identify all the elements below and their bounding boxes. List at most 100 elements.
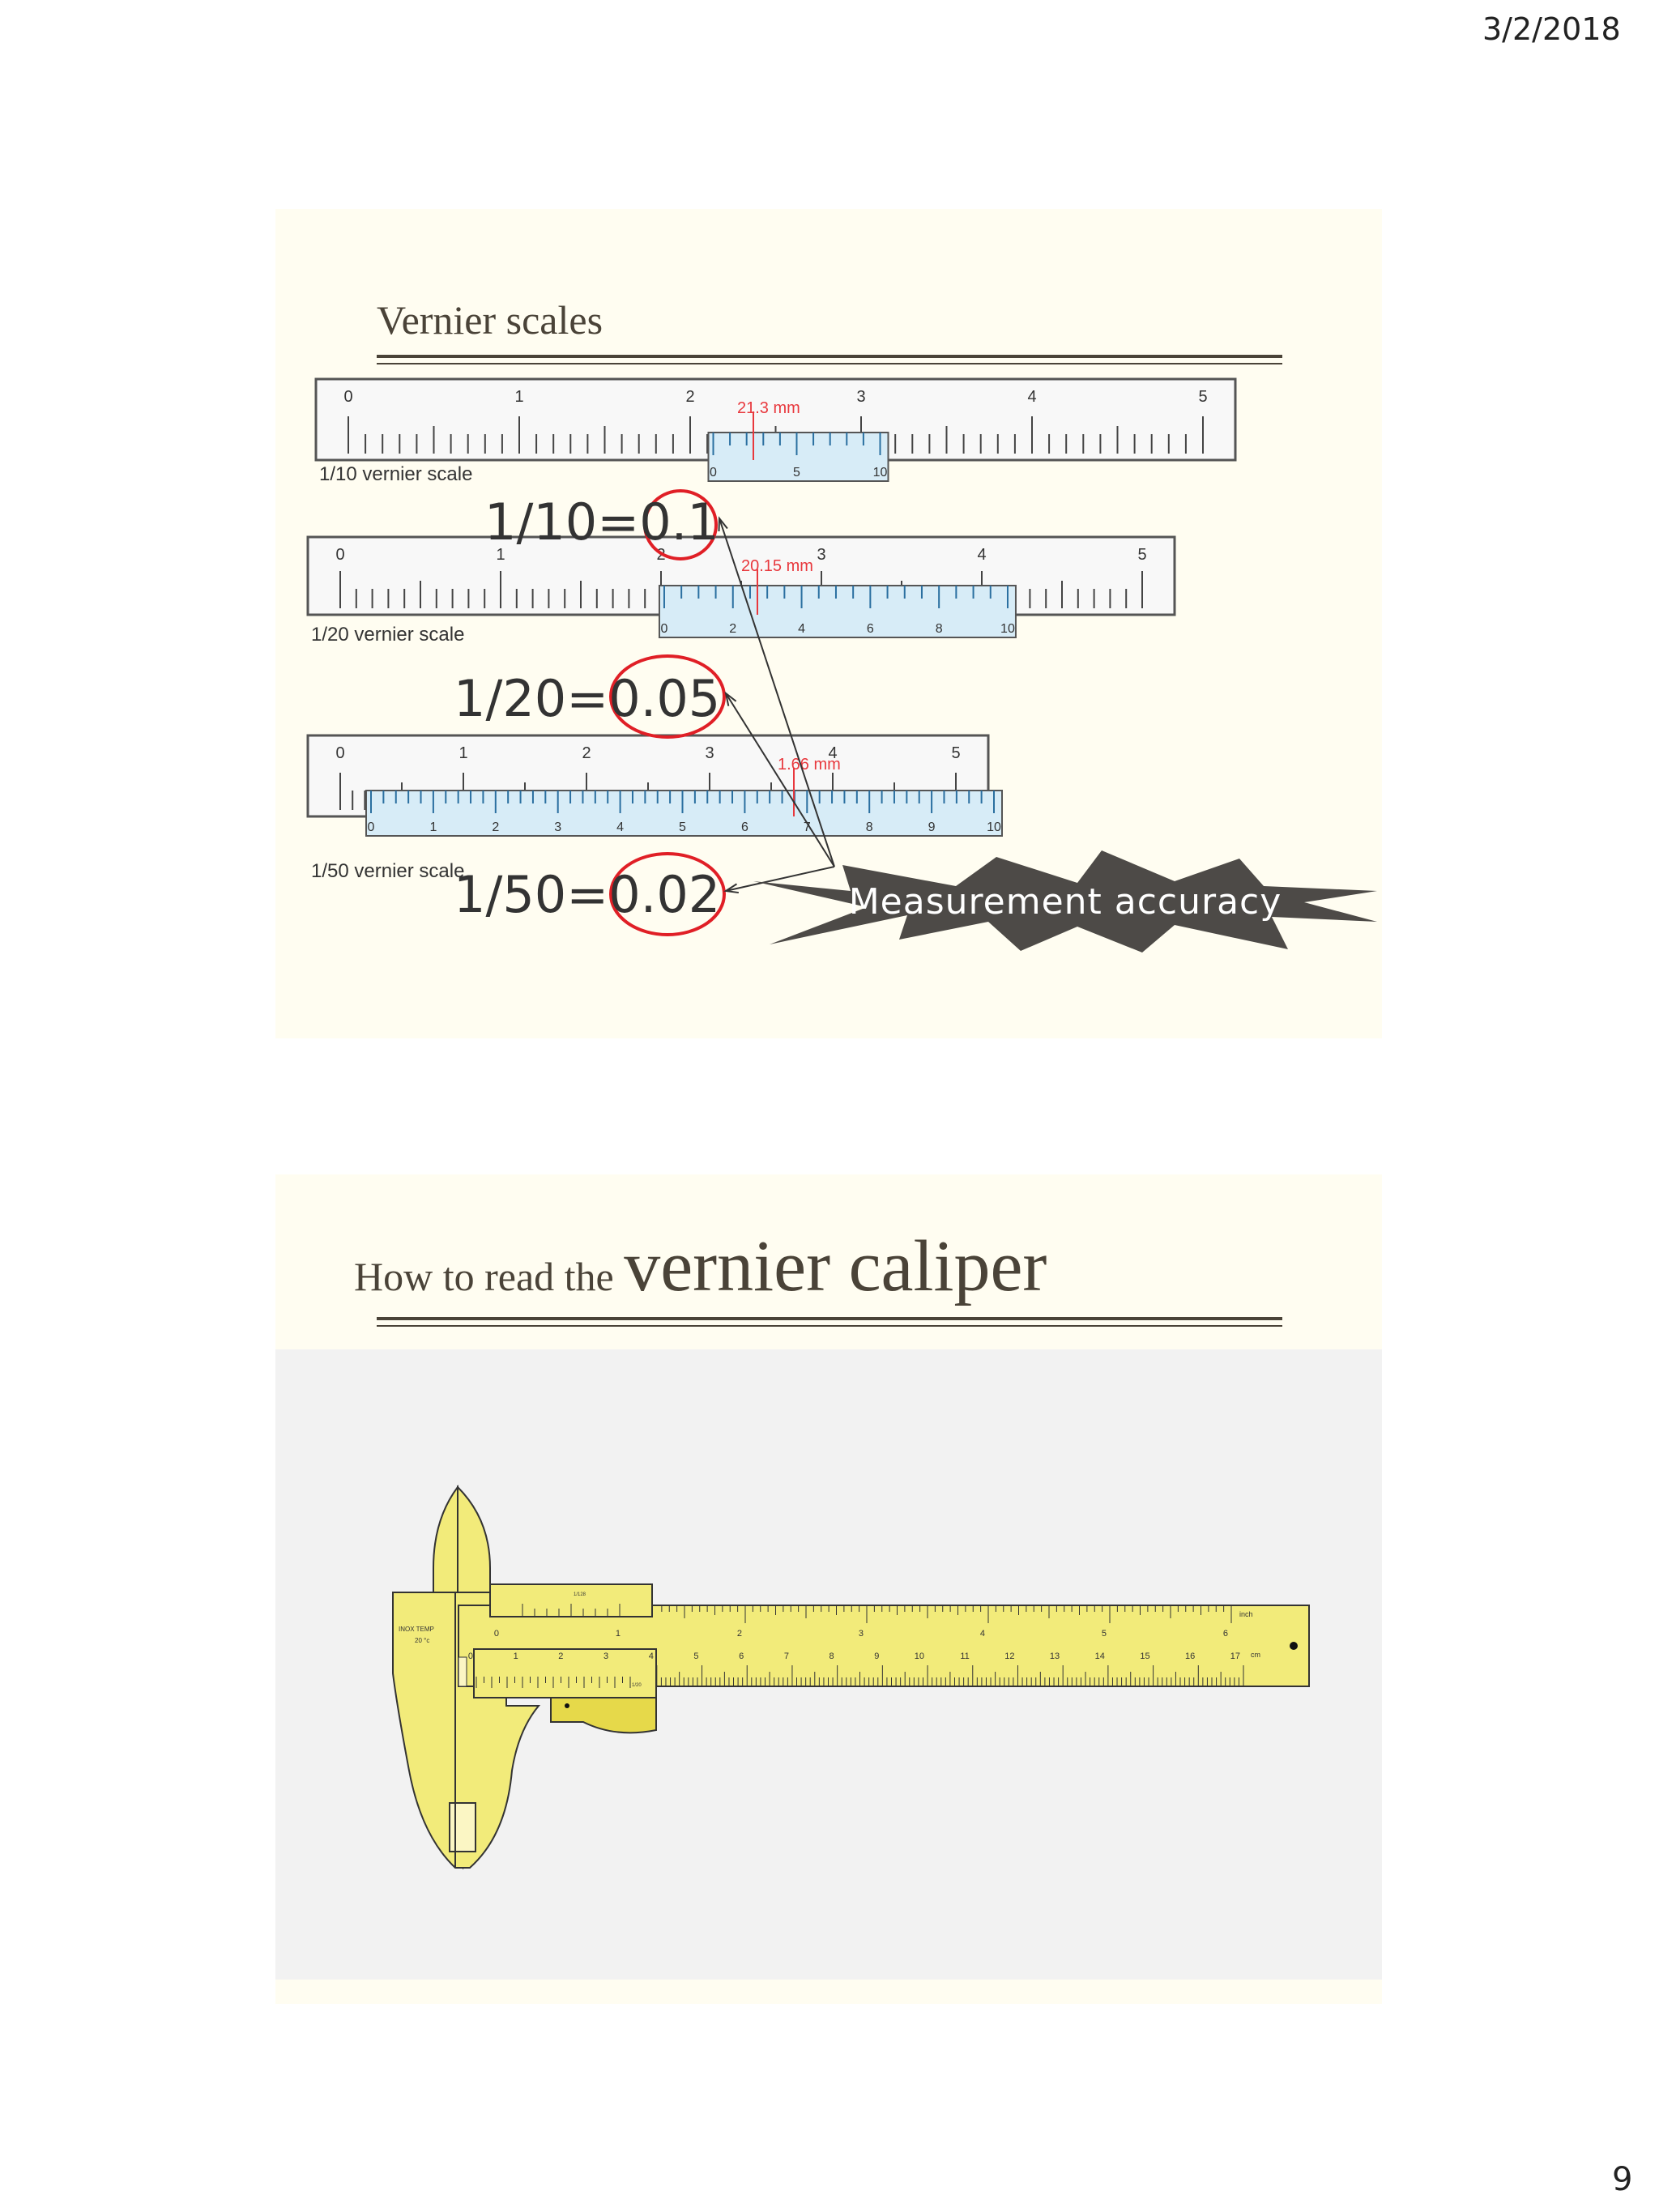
vernier-tick-label: 9 [928,820,936,834]
value-circle [609,654,726,739]
inch-unit-label: inch [1239,1610,1253,1618]
cm-tick-label: 16 [1185,1652,1195,1661]
callout-label: Measurement accuracy [848,880,1282,923]
vernier-plate [707,432,889,482]
vernier-tick-label: 0 [368,820,375,834]
cm-unit-label: cm [1251,1651,1260,1659]
main-tick-label: 4 [828,744,837,762]
depth-rod-slot [449,1802,476,1852]
vernier-plate [658,585,1017,638]
cm-tick-label: 9 [874,1652,879,1661]
scale-caption: 1/10 vernier scale [319,463,472,485]
main-tick-label: 5 [951,744,960,762]
arrow-head [723,883,739,894]
bottom-vernier-slide [473,1648,657,1698]
vernier-tick-label: 5 [793,466,800,479]
main-tick-label: 5 [1137,546,1146,564]
main-tick-label: 0 [343,388,352,406]
main-tick-label: 0 [335,546,344,564]
top-vernier-label: 1/128 [574,1592,586,1597]
vernier-tick-label: 10 [873,466,888,479]
vernier-tick-label: 6 [741,820,748,834]
slide-how-to-read: How to read the vernier caliper 0 1 2 3 4 5 6 i… [275,1174,1382,2004]
main-tick-label: 1 [496,546,505,564]
callout-arrow [719,518,835,867]
vernier-tick-label: 10 [1000,622,1015,636]
cm-tick-label: 6 [739,1652,744,1661]
main-tick-label: 5 [1198,388,1207,406]
callout-arrow [725,693,835,867]
arrow-head [718,516,728,532]
vernier-tick-label: 3 [554,820,561,834]
title-rule [377,355,1282,358]
cm-tick-label: 11 [960,1652,969,1661]
inch-tick-label: 6 [1223,1629,1228,1639]
measurement-accuracy-callout: Measurement accuracy [753,849,1377,954]
cm-tick-label: 4 [649,1652,654,1661]
vernier-tick-label: 5 [679,820,686,834]
vernier-tick-label: 4 [798,622,805,636]
main-tick-label: 4 [1027,388,1036,406]
inch-tick-label: 5 [1102,1629,1107,1639]
main-tick-label: 3 [856,388,865,406]
cm-tick-label: 17 [1230,1652,1240,1661]
cm-tick-label: 1 [514,1652,518,1661]
slide-title: Vernier scales [377,297,603,343]
vernier-plate [365,790,1003,837]
inch-tick-label: 3 [859,1629,864,1639]
vernier-tick-label: 8 [936,622,943,636]
bottom-vernier-label: 1/20 [632,1683,642,1688]
vernier-tick-label: 2 [729,622,736,636]
reading-label: 21.3 mm [737,399,800,417]
title-rule [377,1317,1282,1320]
main-tick-label: 0 [335,744,344,762]
cm-tick-label: 7 [784,1652,789,1661]
main-tick-label: 1 [458,744,467,762]
vernier-scale-1: 0 1 2 3 4 5 0 5 10 21.3 mm 1/10 vernier scale [314,377,1237,485]
inch-tick-label: 2 [737,1629,742,1639]
main-tick-label: 1 [514,388,523,406]
cm-tick-label: 13 [1050,1652,1060,1661]
vernier-tick-label: 4 [616,820,624,834]
cm-tick-label: 2 [558,1652,563,1661]
vernier-tick-label: 0 [661,622,668,636]
main-tick-label: 2 [582,744,591,762]
callout-shape [753,850,1377,953]
grip-screw [565,1703,569,1708]
cm-tick-label: 0 [468,1652,473,1661]
fraction-1-50: 1/50=0.02 [454,865,721,924]
scale-caption: 1/20 vernier scale [311,624,464,646]
reading-label: 1.66 mm [778,756,841,774]
stamp-line-1: INOX TEMP [399,1626,434,1633]
cm-tick-label: 14 [1095,1652,1105,1661]
inch-tick-label: 4 [980,1629,985,1639]
vernier-tick-label: 10 [987,820,1001,834]
fraction-1-20: 1/20=0.05 [454,669,721,728]
main-tick-label: 3 [817,546,825,564]
vernier-tick-label: 0 [710,466,717,479]
main-tick-label: 2 [685,388,694,406]
slide-title: How to read the vernier caliper [354,1226,1047,1306]
callout-arrow [725,866,835,892]
thumb-grip [550,1697,657,1734]
header-date: 3/2/2018 [1482,11,1621,47]
cm-tick-label: 15 [1140,1652,1149,1661]
reading-label: 20.15 mm [741,557,813,575]
beam-end [458,1656,467,1687]
title-rule-thin [377,363,1282,364]
upper-jaw-left [433,1484,458,1593]
arrow-head [724,691,737,706]
vernier-tick-label: 6 [867,622,874,636]
cm-tick-label: 3 [603,1652,608,1661]
fraction-1-10: 1/10=0.1 [484,492,719,552]
vernier-tick-label: 8 [866,820,873,834]
scale-caption: 1/50 vernier scale [311,860,464,882]
main-tick-label: 3 [705,744,714,762]
